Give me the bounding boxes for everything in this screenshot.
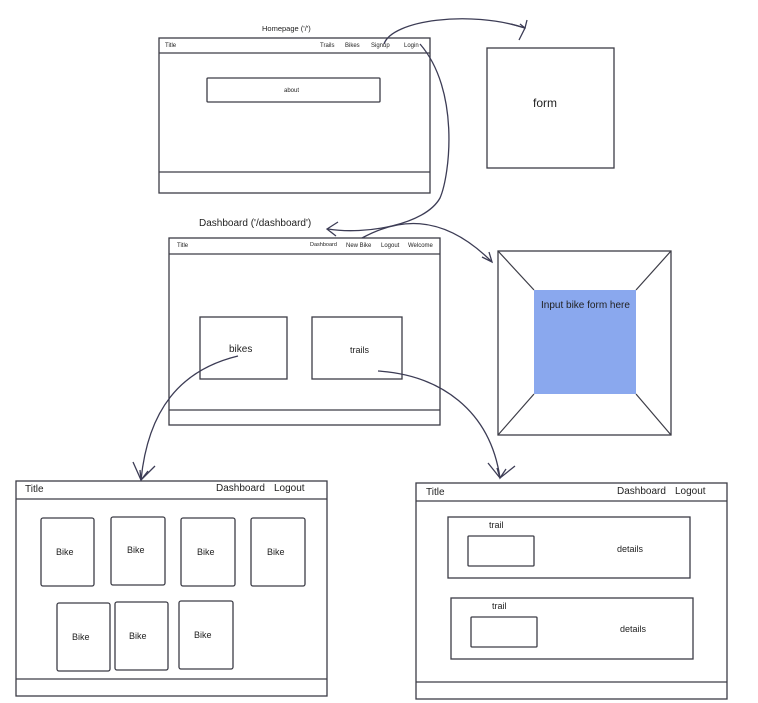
bikes-page-title: Title (25, 484, 44, 495)
homepage-nav-signup[interactable]: Signup (371, 43, 390, 49)
homepage-nav-login[interactable]: Login (404, 43, 419, 49)
trail-row-2-details: details (620, 624, 647, 634)
homepage-about: about (284, 88, 300, 94)
trails-page-nav-dashboard[interactable]: Dashboard (617, 486, 666, 497)
trail-row-1-label: trail (489, 520, 504, 530)
bike-card-4[interactable]: Bike (267, 547, 285, 557)
dashboard-card-bikes[interactable]: bikes (229, 344, 253, 355)
dashboard-card-trails[interactable]: trails (350, 345, 370, 355)
connector-arrows (132, 18, 528, 482)
bike-card-5[interactable]: Bike (72, 632, 90, 642)
bikes-page-nav-dashboard[interactable]: Dashboard (216, 483, 265, 494)
trails-page-frame (415, 482, 728, 700)
dashboard-nav-new-bike[interactable]: New Bike (346, 243, 372, 249)
dashboard-title: Title (177, 243, 189, 249)
bike-card-7[interactable]: Bike (194, 630, 212, 640)
trails-page-nav-logout[interactable]: Logout (675, 486, 706, 497)
bike-card-3[interactable]: Bike (197, 547, 215, 557)
homepage-heading: Homepage ('/') (262, 24, 311, 33)
homepage-frame (158, 37, 431, 194)
bike-card-2[interactable]: Bike (127, 545, 145, 555)
bike-form-modal-text: Input bike form here (541, 300, 630, 311)
bikes-page-nav-logout[interactable]: Logout (274, 483, 305, 494)
trail-row-1-details: details (617, 544, 644, 554)
bike-card-6[interactable]: Bike (129, 631, 147, 641)
bike-form-highlight (534, 290, 636, 394)
dashboard-frame (168, 237, 441, 426)
dashboard-nav-welcome: Welcome (408, 243, 433, 249)
homepage-nav-trails[interactable]: Trails (320, 43, 335, 49)
bikes-page-frame (15, 480, 328, 697)
form-page-frame (486, 47, 615, 169)
bike-card-1[interactable]: Bike (56, 547, 74, 557)
homepage-nav-bikes[interactable]: Bikes (345, 43, 360, 49)
bike-form-modal-frame (497, 250, 672, 436)
dashboard-nav-dashboard[interactable]: Dashboard (310, 242, 337, 248)
trail-row-2-label: trail (492, 601, 507, 611)
form-page-label: form (533, 96, 557, 110)
homepage-title: Title (165, 43, 177, 49)
dashboard-nav-logout[interactable]: Logout (381, 243, 400, 249)
trails-page-title: Title (426, 487, 445, 498)
dashboard-heading: Dashboard ('/dashboard') (199, 218, 312, 229)
